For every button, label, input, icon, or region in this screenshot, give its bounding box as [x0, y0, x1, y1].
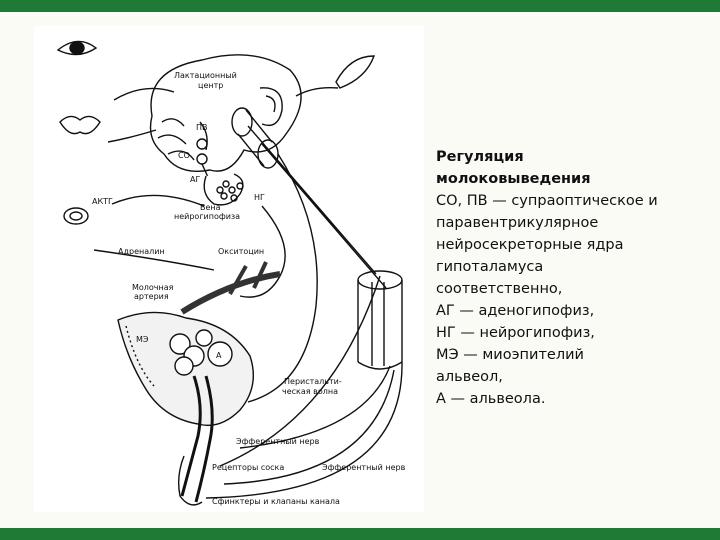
label-peristaltic-2: ческая волна	[282, 387, 338, 396]
pituitary-gland	[201, 163, 244, 206]
label-a: А	[216, 351, 222, 360]
caption-line: НГ — нейрогипофиз,	[436, 325, 595, 341]
sphincter-nerve	[205, 361, 403, 499]
efferent-nerve-1	[239, 365, 391, 449]
label-pv: ПВ	[196, 123, 208, 132]
neuron-tube	[231, 107, 387, 289]
diagram-svg: Лактационный центр ПВ СО АГ НГ Вена нейр…	[56, 40, 406, 506]
eye-to-brain-arrow	[113, 87, 175, 101]
eye-icon	[56, 40, 98, 56]
lips-icon	[59, 115, 101, 135]
label-receptors: Рецепторы соска	[212, 463, 284, 472]
caption-line: гипоталамуса	[436, 259, 544, 275]
label-artery: Молочная	[132, 283, 174, 292]
caption-line: нейросекреторные ядра	[436, 237, 624, 253]
lactation-regulation-diagram: Лактационный центр ПВ СО АГ НГ Вена нейр…	[34, 26, 424, 512]
receptor-nerve	[219, 275, 381, 467]
actg-arrow	[111, 194, 205, 207]
caption-line: СО, ПВ — супраоптическое и	[436, 193, 658, 209]
leaf-icon	[335, 55, 376, 89]
caption-title: Регуляция	[436, 149, 524, 165]
efferent-nerve-2	[223, 369, 395, 485]
label-lactation-center: Лактационный	[174, 71, 237, 80]
label-peristaltic: Перистальти-	[284, 377, 342, 386]
leaf-to-brain-arrow	[295, 86, 339, 97]
top-accent-bar	[0, 0, 720, 12]
label-me: МЭ	[136, 335, 149, 344]
label-vein: Вена	[200, 203, 221, 212]
label-actg: АКТГ	[92, 197, 113, 206]
label-efferent-1: Эфферентный нерв	[236, 437, 320, 446]
spinal-cord-cylinder	[357, 270, 403, 370]
label-efferent-2: Эфферентный нерв	[322, 463, 406, 472]
label-adrenalin: Адреналин	[118, 247, 165, 256]
lips-to-brain-arrow	[107, 129, 157, 143]
caption-line: А — альвеола.	[436, 391, 546, 407]
caption-line: АГ — аденогипофиз,	[436, 303, 595, 319]
caption-line: альвеол,	[436, 369, 503, 385]
peristaltic-path	[247, 153, 318, 403]
label-so: СО	[178, 151, 190, 160]
breast-illustration	[117, 311, 254, 506]
mammary-artery	[180, 271, 281, 315]
label-ag: АГ	[190, 175, 200, 184]
label-ng: НГ	[254, 193, 265, 202]
caption-line: МЭ — миоэпителий	[436, 347, 584, 363]
caption: Регуляция молоковыведения СО, ПВ — супра…	[436, 146, 706, 410]
label-lactation-center-2: центр	[198, 81, 223, 90]
bottom-accent-bar	[0, 528, 720, 540]
adrenalin-arrow	[93, 249, 215, 271]
caption-line: соответственно,	[436, 281, 563, 297]
label-vein-2: нейрогипофиза	[174, 212, 240, 221]
label-sphincters: Сфинктеры и клапаны канала	[212, 497, 340, 506]
label-oxytocin: Окситоцин	[218, 247, 264, 256]
label-artery-2: артерия	[134, 292, 169, 301]
caption-title-2: молоковыведения	[436, 171, 591, 187]
caption-line: паравентрикулярное	[436, 215, 599, 231]
adrenal-cell-icon	[63, 207, 89, 225]
pv-nucleus	[196, 138, 208, 150]
